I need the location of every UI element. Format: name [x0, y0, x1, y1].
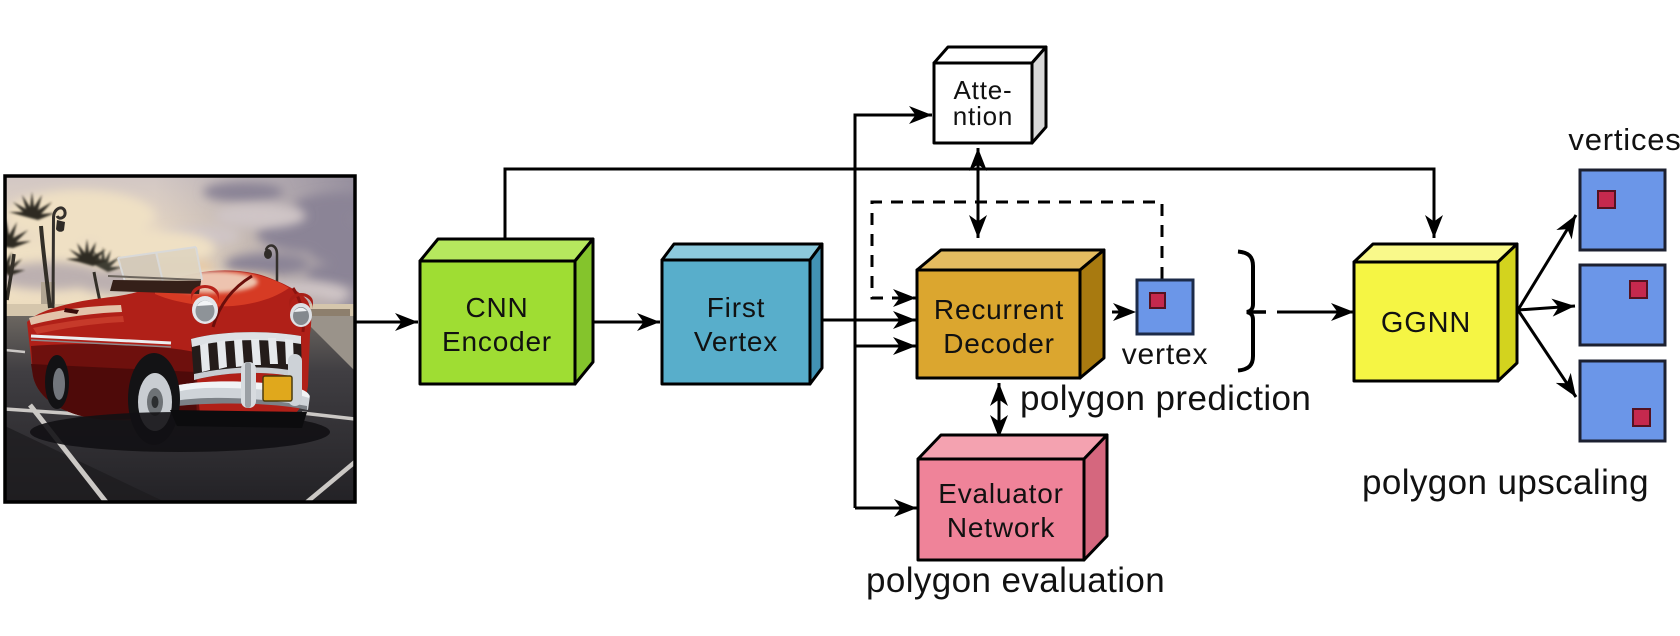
svg-text:CNN: CNN	[465, 292, 528, 323]
svg-text:Network: Network	[947, 512, 1055, 543]
svg-text:GGNN: GGNN	[1381, 307, 1471, 339]
svg-text:vertex: vertex	[1122, 338, 1209, 371]
svg-text:Evaluator: Evaluator	[938, 478, 1064, 509]
svg-text:polygon prediction: polygon prediction	[1020, 379, 1311, 418]
svg-text:Atte-: Atte-	[954, 75, 1013, 105]
svg-text:Recurrent: Recurrent	[934, 294, 1064, 325]
svg-text:polygon upscaling: polygon upscaling	[1362, 463, 1649, 502]
svg-text:Vertex: Vertex	[694, 326, 778, 357]
svg-text:ntion: ntion	[953, 101, 1013, 131]
svg-text:First: First	[707, 292, 765, 323]
svg-text:Decoder: Decoder	[943, 328, 1054, 359]
svg-text:polygon evaluation: polygon evaluation	[866, 561, 1165, 600]
svg-text:vertices: vertices	[1568, 122, 1680, 157]
svg-text:Encoder: Encoder	[442, 326, 552, 357]
